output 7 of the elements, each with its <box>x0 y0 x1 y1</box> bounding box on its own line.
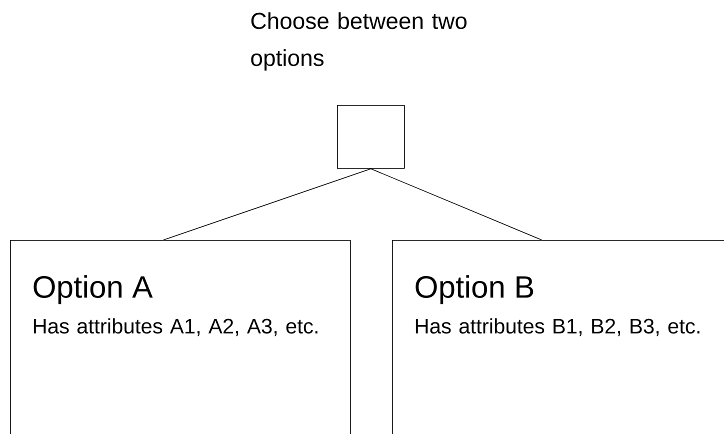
heading: Choose between two options <box>251 12 467 71</box>
option-title: Option B <box>416 275 534 304</box>
option-description: Has attributes B1, B2, B3, etc. <box>416 318 700 336</box>
connector-line <box>370 168 542 240</box>
connector-line <box>162 168 372 240</box>
option-description: Has attributes A1, A2, A3, etc. <box>34 318 318 336</box>
option-title: Option A <box>34 275 153 304</box>
